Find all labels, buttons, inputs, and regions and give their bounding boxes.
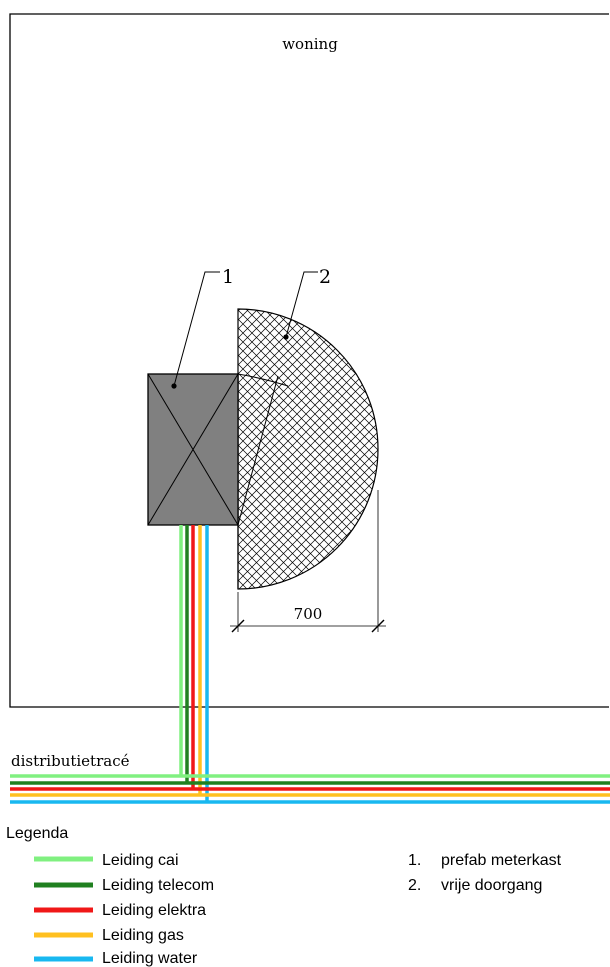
house-label: woning xyxy=(282,35,338,53)
callout-2: 2 xyxy=(283,266,331,340)
legend-item-1-number: 1. xyxy=(408,852,421,869)
route-label: distributietracé xyxy=(11,752,130,770)
legend-item-1-label: prefab meterkast xyxy=(441,852,562,869)
prefab-meter-box xyxy=(147,373,239,526)
callout-2-number: 2 xyxy=(319,266,331,288)
legend-title: Legenda xyxy=(6,825,68,842)
callout-1: 1 xyxy=(171,266,234,389)
legend-item-2-label: vrije doorgang xyxy=(441,877,542,894)
legend-label-cai: Leiding cai xyxy=(102,852,179,869)
legend-label-telecom: Leiding telecom xyxy=(102,877,214,894)
legend: Legenda Leiding cai Leiding telecom Leid… xyxy=(6,825,562,967)
door-swing-arc xyxy=(237,373,289,387)
free-passage-area xyxy=(237,308,379,590)
distribution-route xyxy=(10,774,610,804)
legend-label-gas: Leiding gas xyxy=(102,927,184,944)
callout-1-number: 1 xyxy=(222,266,234,288)
door-leaf xyxy=(237,375,279,526)
legend-item-2-number: 2. xyxy=(408,877,421,894)
house-outline xyxy=(9,13,609,708)
utility-pipes-vertical xyxy=(179,525,209,802)
dimension-700: 700 xyxy=(230,490,386,633)
legend-label-water: Leiding water xyxy=(102,950,198,967)
dimension-value: 700 xyxy=(294,605,323,623)
legend-label-elektra: Leiding elektra xyxy=(102,902,206,919)
